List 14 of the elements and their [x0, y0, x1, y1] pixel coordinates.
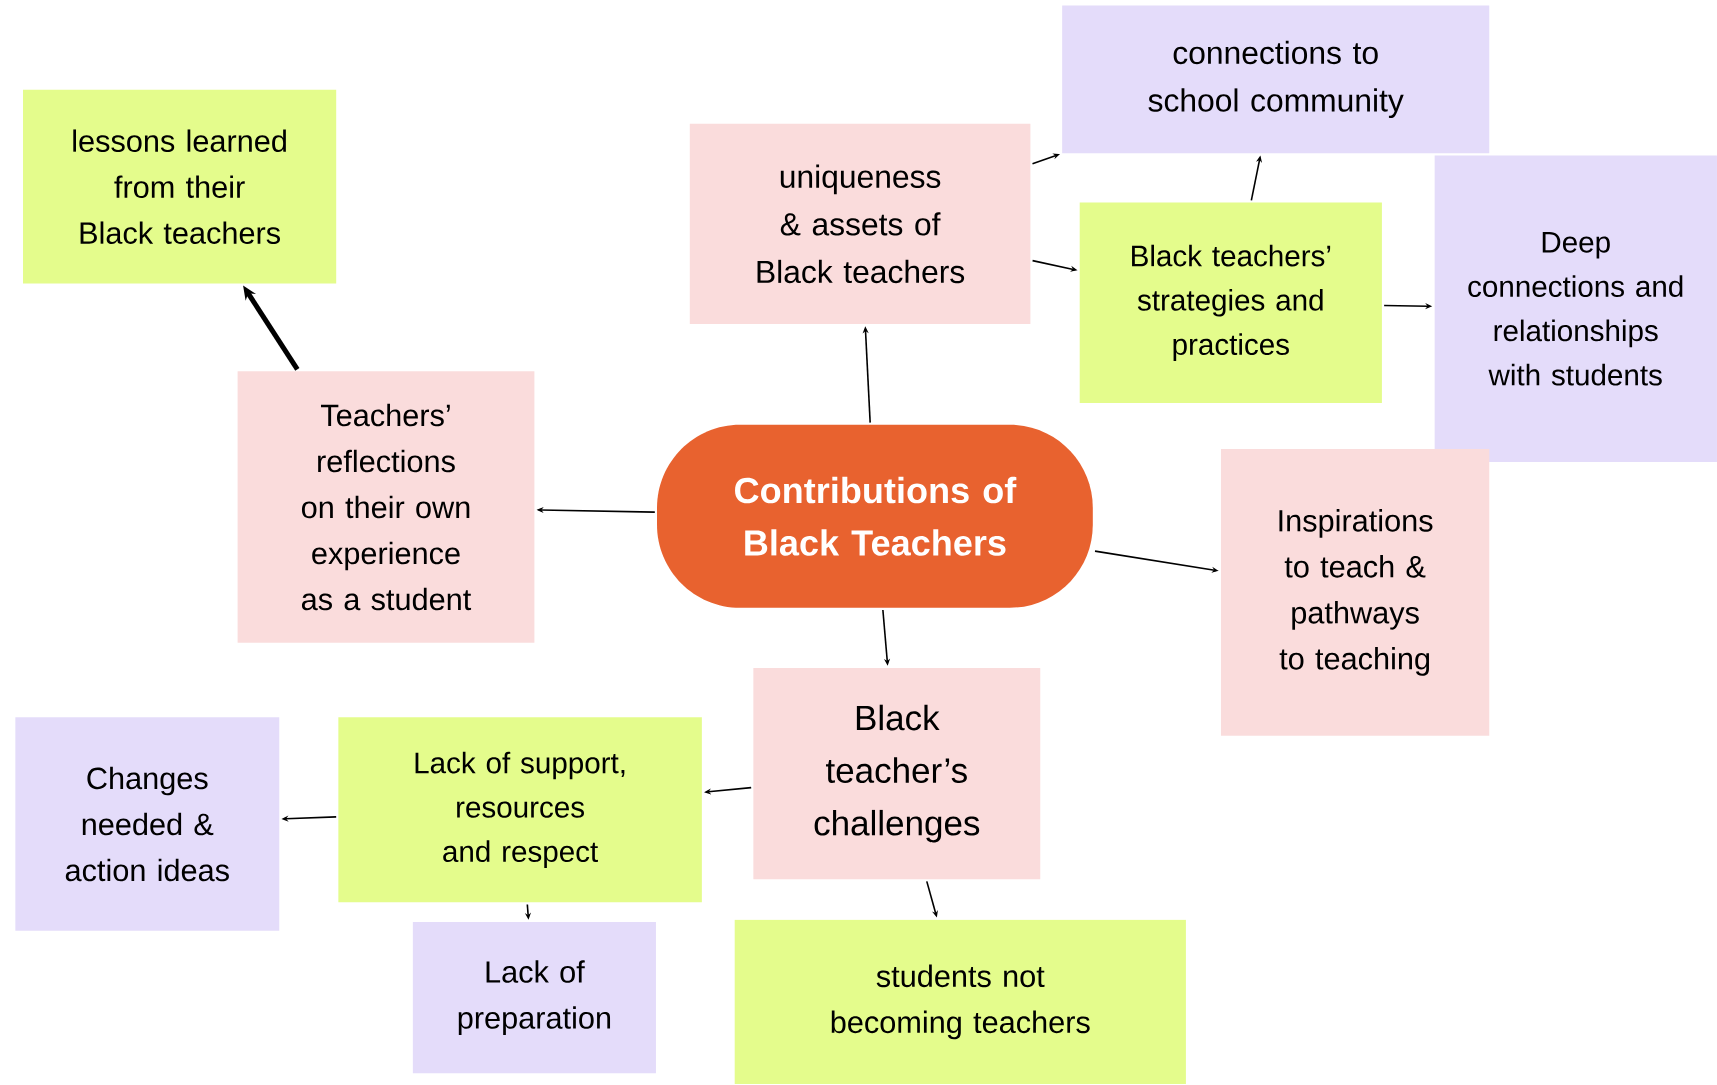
topic-box: connections to school community — [1062, 5, 1490, 154]
title-pill: Contributions of Black Teachers — [657, 424, 1093, 608]
topic-box: uniqueness & assets of Black teachers — [689, 123, 1031, 325]
arrow — [704, 786, 752, 795]
topic-box: Black teachers’ strategies and practices — [1079, 202, 1382, 403]
topic-box: students not becoming teachers — [734, 919, 1186, 1085]
topic-box: Teachers’ reflections on their own experience as a student — [237, 371, 535, 643]
topic-box: Inspirations to teach & pathways to teaching — [1220, 448, 1490, 736]
topic-box: lessons learned from their Black teachers — [23, 89, 337, 284]
topic-box: Deep connections and relationships with students — [1434, 155, 1717, 463]
topic-box: Lack of preparation — [412, 922, 656, 1074]
topic-box: Changes needed & action ideas — [15, 717, 280, 931]
topic-box: Lack of support, resources and respect — [338, 717, 702, 903]
topic-box: Black teacher’s challenges — [753, 667, 1041, 880]
